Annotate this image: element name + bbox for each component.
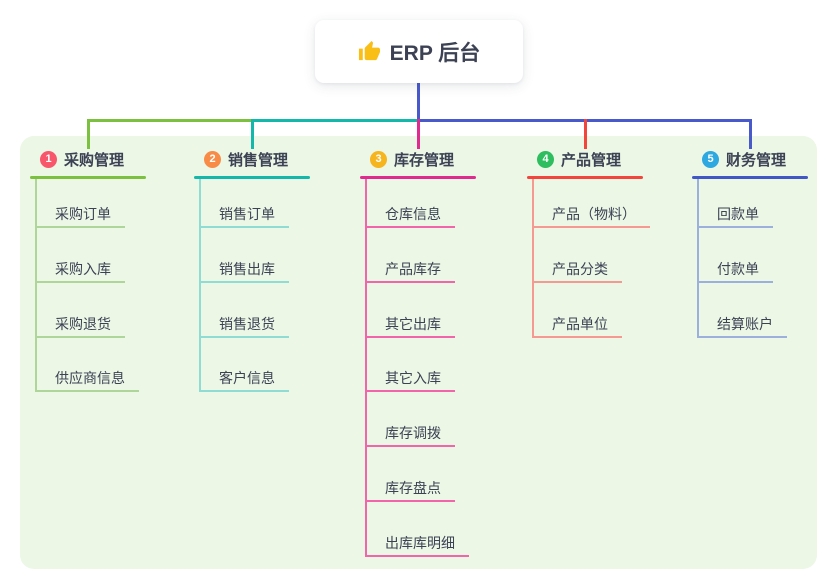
branch-number-badge: 2 [204, 150, 221, 168]
branch-title: 产品管理 [561, 151, 622, 169]
node-item[interactable]: 产品单位 [532, 316, 622, 338]
drop-line-sales [251, 119, 254, 149]
branch-title: 采购管理 [64, 151, 125, 169]
branch-underline [30, 176, 146, 179]
node-item[interactable]: 采购入库 [35, 261, 125, 283]
branch-header-purchase[interactable]: 1 采购管理 [40, 148, 124, 170]
bus-segment-purchase [87, 119, 252, 122]
node-item[interactable]: 销售出库 [199, 261, 289, 283]
branch-title: 财务管理 [726, 151, 787, 169]
node-item[interactable]: 产品库存 [365, 261, 455, 283]
branch-underline [527, 176, 643, 179]
branch-number-badge: 4 [537, 150, 554, 168]
branch-connector-line [697, 179, 699, 338]
node-item[interactable]: 销售退货 [199, 316, 289, 338]
branch-underline [360, 176, 476, 179]
node-item[interactable]: 回款单 [697, 206, 773, 228]
node-item[interactable]: 库存盘点 [365, 480, 455, 502]
branch-connector-line [35, 179, 37, 392]
branch-header-finance[interactable]: 5 财务管理 [702, 148, 786, 170]
branch-number-badge: 5 [702, 150, 719, 168]
branch-underline [692, 176, 808, 179]
node-item[interactable]: 其它出库 [365, 316, 455, 338]
bus-segment-sales [252, 119, 418, 122]
root-connector-line [417, 83, 420, 120]
root-node-label: ERP 后台 [389, 41, 481, 65]
canvas-panel [20, 136, 817, 569]
node-item[interactable]: 供应商信息 [35, 370, 139, 392]
branch-connector-line [532, 179, 534, 338]
branch-title: 销售管理 [228, 151, 289, 169]
drop-line-product [584, 119, 587, 149]
branch-header-sales[interactable]: 2 销售管理 [204, 148, 288, 170]
branch-underline [194, 176, 310, 179]
branch-header-product[interactable]: 4 产品管理 [537, 148, 621, 170]
branch-connector-line [365, 179, 367, 557]
branch-number-badge: 1 [40, 150, 57, 168]
branch-title: 库存管理 [394, 151, 455, 169]
thumbs-up-icon [358, 40, 381, 63]
branch-header-inventory[interactable]: 3 库存管理 [370, 148, 454, 170]
node-item[interactable]: 销售订单 [199, 206, 289, 228]
node-item[interactable]: 付款单 [697, 261, 773, 283]
node-item[interactable]: 结算账户 [697, 316, 787, 338]
drop-line-purchase [87, 119, 90, 149]
branch-number-badge: 3 [370, 150, 387, 168]
node-item[interactable]: 产品（物料） [532, 206, 650, 228]
node-item[interactable]: 出库库明细 [365, 535, 469, 557]
node-item[interactable]: 采购退货 [35, 316, 125, 338]
node-item[interactable]: 其它入库 [365, 370, 455, 392]
node-item[interactable]: 客户信息 [199, 370, 289, 392]
branch-connector-line [199, 179, 201, 392]
drop-line-inventory [417, 119, 420, 149]
node-item[interactable]: 仓库信息 [365, 206, 455, 228]
node-item[interactable]: 产品分类 [532, 261, 622, 283]
node-item[interactable]: 库存调拨 [365, 425, 455, 447]
root-node-erp[interactable]: ERP 后台 [315, 20, 523, 83]
drop-line-finance [749, 119, 752, 149]
node-item[interactable]: 采购订单 [35, 206, 125, 228]
